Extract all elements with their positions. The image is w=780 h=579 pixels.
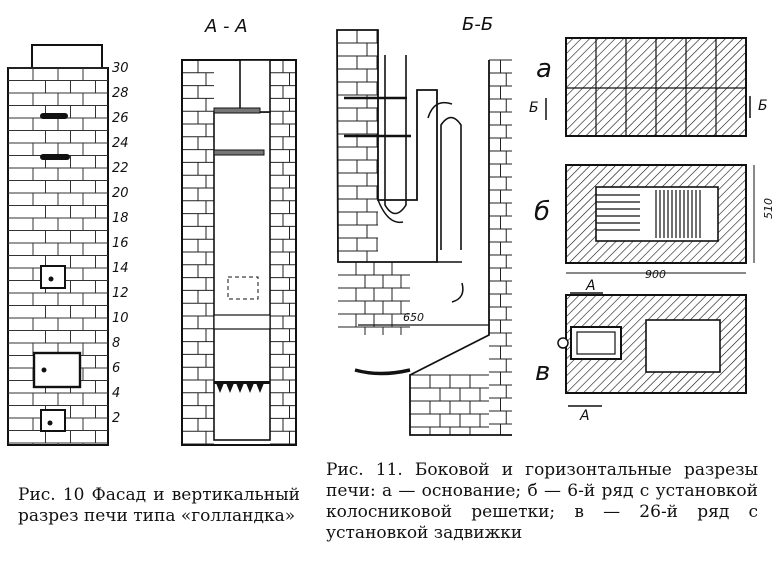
smoke-arrow-3 xyxy=(451,282,464,303)
damper-plate-lower xyxy=(213,149,265,156)
plan-v-row26: в А А xyxy=(535,278,747,424)
row-number: 24 xyxy=(112,136,129,151)
row-number: 12 xyxy=(112,286,129,301)
smoke-arrow-1 xyxy=(377,199,404,224)
row-number: 8 xyxy=(112,336,120,351)
cleanout-door-upper xyxy=(40,265,66,289)
plan-a-base: а Б Б xyxy=(529,37,768,137)
grate-teeth xyxy=(214,381,270,393)
cleanout-opening xyxy=(227,276,259,300)
row-number: 20 xyxy=(112,186,129,201)
row-number: 18 xyxy=(112,211,129,226)
flue-loop-left xyxy=(384,55,407,215)
dimension-510: 510 xyxy=(762,198,775,219)
label-v: в xyxy=(535,357,550,387)
side-section-bb: Б-Б 650 xyxy=(336,14,512,436)
firebox-door xyxy=(32,351,82,389)
damper-handle-top xyxy=(40,113,68,119)
row-number: 26 xyxy=(112,111,129,126)
row-number: 6 xyxy=(112,361,120,376)
row-number: 4 xyxy=(112,386,120,401)
damper-handle-lower xyxy=(40,154,70,160)
section-label-aa: А - А xyxy=(204,16,248,37)
row-number: 22 xyxy=(112,161,129,176)
row-number: 28 xyxy=(112,86,129,101)
row-numbers: 30 28 26 24 22 20 18 16 14 12 10 8 6 4 2 xyxy=(112,61,129,426)
marker-a-bottom: А xyxy=(579,408,590,424)
row-number: 14 xyxy=(112,261,129,276)
figure-11-caption: Рис. 11. Боковой и горизонтальные разрез… xyxy=(326,460,758,543)
figure-10-caption: Рис. 10 Фасад и вертикальный разрез печи… xyxy=(18,485,300,526)
row-number: 16 xyxy=(112,236,129,251)
dimension-900: 900 xyxy=(645,268,666,281)
label-b: б xyxy=(534,197,550,227)
label-a: а xyxy=(536,54,552,84)
section-label-bb: Б-Б xyxy=(462,14,493,35)
row-number: 30 xyxy=(112,61,129,76)
flue-loop-right xyxy=(440,116,462,250)
marker-b-right: Б xyxy=(758,98,768,114)
vertical-section-aa: А - А xyxy=(181,16,297,446)
ash-door xyxy=(40,409,66,432)
marker-a-top: А xyxy=(585,278,596,294)
grate-bar xyxy=(354,368,411,376)
plan-b-row6: б 510 900 xyxy=(534,164,775,281)
marker-b-left: Б xyxy=(529,100,539,116)
dimension-650: 650 xyxy=(403,311,424,324)
damper-plate-top xyxy=(213,107,261,114)
facade-elevation: 30 28 26 24 22 20 18 16 14 12 10 8 6 4 2 xyxy=(7,44,129,446)
row-number: 2 xyxy=(112,411,120,426)
row-number: 10 xyxy=(112,311,129,326)
damper-frame xyxy=(557,326,622,360)
smoke-arrow-2 xyxy=(427,101,453,119)
